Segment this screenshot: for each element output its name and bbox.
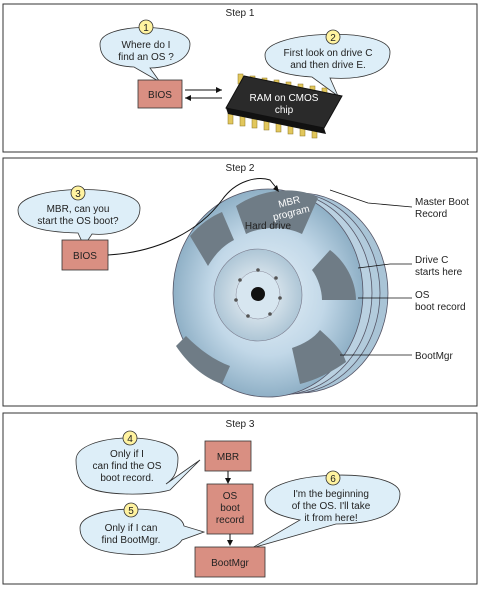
- hub-screws: [234, 268, 282, 318]
- bubble-5-number: 5: [128, 506, 134, 517]
- arrow-bios-to-chip-head: [216, 87, 222, 93]
- drive-c-sector: [312, 250, 356, 300]
- left-sector: [190, 212, 234, 266]
- bubble-5-line-2: find BootMgr.: [102, 535, 161, 546]
- bubble-3-line-1: MBR, can you: [47, 204, 110, 215]
- label-bootmgr: BootMgr: [415, 351, 453, 362]
- hard-drive-platters: MBR program Hard drive: [172, 188, 389, 398]
- bubble-2-number: 2: [330, 33, 336, 44]
- spindle-hole: [251, 287, 265, 301]
- label-os-boot-line-1: OS: [415, 290, 430, 301]
- step3-bootmgr-box: [194, 546, 266, 578]
- label-master-boot-line-2: Record: [415, 209, 447, 220]
- bubble-5-number-badge: [123, 502, 139, 518]
- bubble-4-number-badge: [122, 430, 138, 446]
- step3-os-boot-line-2: boot: [220, 503, 240, 514]
- bubble-2-line-1: First look on drive C: [284, 48, 373, 59]
- step1-bios-label: BIOS: [148, 90, 172, 101]
- label-master-boot-line-1: Master Boot: [415, 197, 469, 208]
- bubble-6-line-3: it from here!: [304, 513, 357, 524]
- arrow-bios-to-mbr: [107, 178, 279, 256]
- label-drive-c-line-1: Drive C: [415, 255, 448, 266]
- arrow-mbr-to-os-head: [225, 478, 231, 484]
- label-drive-c-line-2: starts here: [415, 267, 463, 278]
- bubble-5: 5 Only if I can find BootMgr.: [79, 502, 206, 555]
- bubble-1-line-1: Where do I: [122, 40, 171, 51]
- bubble-3: 3 MBR, can you start the OS boot?: [17, 185, 141, 247]
- chip-label-line-2: chip: [275, 105, 294, 116]
- bubble-2-number-badge: [325, 29, 341, 45]
- step1-bios-box: [137, 79, 183, 109]
- bubble-1-number: 1: [143, 23, 149, 34]
- step3-title: Step 3: [226, 419, 255, 430]
- bubble-1: 1 Where do I find an OS ?: [99, 19, 191, 83]
- step3-mbr-label: MBR: [217, 452, 239, 463]
- cmos-chip: RAM on CMOS chip: [225, 73, 343, 139]
- bubble-2: 2 First look on drive C and then drive E…: [264, 29, 391, 98]
- bootmgr-sector: [176, 336, 230, 384]
- bubble-6: 6 I'm the beginning of the OS. I'll take…: [251, 470, 401, 549]
- step2-title: Step 2: [226, 163, 255, 174]
- bubble-5-shape: [79, 508, 206, 555]
- step1-title: Step 1: [226, 8, 255, 19]
- arrow-bios-to-mbr-head: [273, 185, 279, 192]
- bubble-6-line-2: of the OS. I'll take: [292, 501, 371, 512]
- step2-bios-label: BIOS: [73, 251, 97, 262]
- bubble-4-number: 4: [127, 434, 133, 445]
- bubble-4-line-3: boot record.: [100, 473, 153, 484]
- bubble-4-line-2: can find the OS: [93, 461, 162, 472]
- bubble-5-line-1: Only if I can: [105, 523, 158, 534]
- step3-mbr-box: [204, 440, 252, 472]
- bubble-4-line-1: Only if I: [110, 449, 144, 460]
- bubble-3-number-badge: [70, 185, 86, 201]
- mbr-sector: [236, 190, 318, 234]
- arrow-chip-to-bios-head: [185, 95, 191, 101]
- chip-edge: [226, 108, 326, 134]
- bubble-3-shape: [17, 189, 141, 247]
- arrow-os-to-bootmgr-head: [227, 540, 233, 546]
- bubble-2-shape: [264, 33, 391, 98]
- bubble-6-shape: [251, 474, 401, 549]
- step1-panel: Step 1 1 Where do I find an OS ? 2 First…: [2, 3, 478, 153]
- bubble-2-line-2: and then drive E.: [290, 60, 366, 71]
- leader-mbr: [329, 189, 413, 208]
- chip-label-line-1: RAM on CMOS: [250, 93, 319, 104]
- step3-os-boot-line-3: record: [216, 515, 244, 526]
- step3-os-boot-box: [206, 483, 254, 535]
- bubble-3-line-2: start the OS boot?: [37, 216, 119, 227]
- bubble-6-number-badge: [325, 470, 341, 486]
- bubble-6-number: 6: [330, 474, 336, 485]
- hard-drive-label: Hard drive: [245, 221, 292, 232]
- os-boot-sector: [292, 330, 346, 384]
- label-os-boot-line-2: boot record: [415, 302, 466, 313]
- bubble-6-line-1: I'm the beginning: [293, 489, 369, 500]
- step3-bootmgr-label: BootMgr: [211, 558, 249, 569]
- bubble-3-number: 3: [75, 189, 81, 200]
- mbr-program-line-1: MBR: [277, 195, 301, 211]
- step2-bios-box: [61, 239, 109, 271]
- bubble-1-shape: [99, 27, 191, 83]
- step3-panel: Step 3 4 Only if I can find the OS boot …: [2, 412, 478, 585]
- bubble-4: 4 Only if I can find the OS boot record.: [75, 430, 201, 495]
- bubble-1-line-2: find an OS ?: [118, 52, 174, 63]
- bubble-1-number-badge: [138, 19, 154, 35]
- step2-panel: Step 2 MBR program Hard drive: [2, 157, 478, 407]
- leader-drive-c: [357, 263, 412, 269]
- step3-os-boot-line-1: OS: [223, 491, 238, 502]
